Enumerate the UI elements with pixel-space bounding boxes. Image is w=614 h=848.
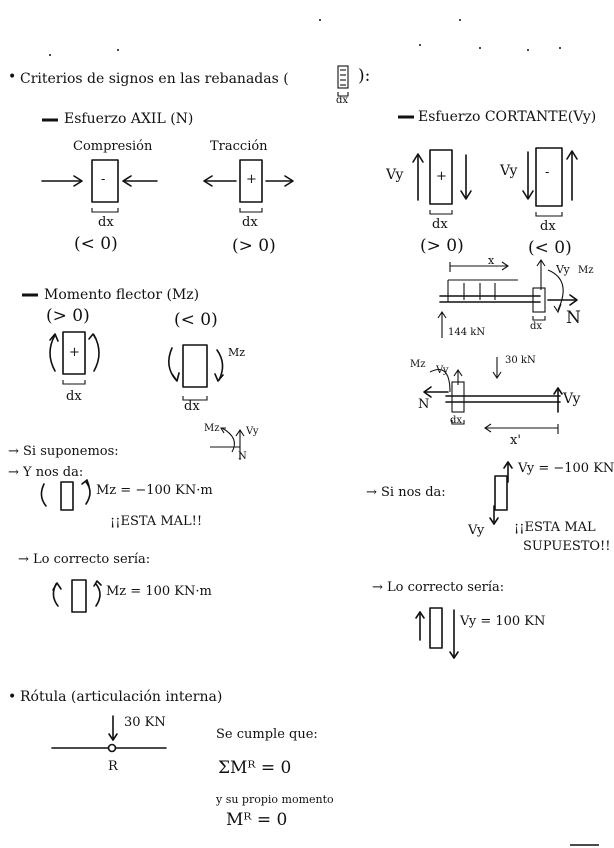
propio-momento: y su propio momento <box>216 793 334 806</box>
beam2-xprime-label: x' <box>510 433 521 448</box>
beam2-mz-label: Mz <box>410 359 426 370</box>
legend-mz: Mz <box>204 423 220 434</box>
moment-heading: Momento flector (Mz) <box>44 287 200 303</box>
mz-correct-value: Mz = 100 KN·m <box>106 584 212 599</box>
beam-section-top <box>437 259 578 338</box>
beam2-vy2-label: Vy <box>563 391 581 407</box>
sketch-layer <box>22 19 599 846</box>
shear-positive-diagram <box>412 149 472 215</box>
moment-negative-diagram <box>168 344 224 401</box>
shear-neg-sign: - <box>545 165 550 180</box>
beam2-vy-label: Vy <box>436 365 449 376</box>
tension-sign-label: (> 0) <box>232 236 276 256</box>
si-suponemos: → Si suponemos: <box>8 444 119 459</box>
supuesto-right: SUPUESTO!! <box>523 539 611 554</box>
axil-heading: Esfuerzo AXIL (N) <box>64 111 194 127</box>
beam-load-label: 144 kN <box>448 327 486 338</box>
scan-specks <box>49 19 599 846</box>
rotula-r: R <box>108 759 118 774</box>
lo-correcto-right: → Lo correcto sería: <box>372 580 505 595</box>
se-cumple: Se cumple que: <box>216 727 318 742</box>
shear-pos-label: (> 0) <box>420 236 464 256</box>
shear-correct-diagram <box>415 607 459 659</box>
moment-neg-label: (< 0) <box>174 310 218 330</box>
moment-neg-dx: dx <box>184 399 200 414</box>
compression-sign: - <box>101 172 106 187</box>
shear-neg-label: (< 0) <box>528 238 572 258</box>
shear-pos-vy: Vy <box>386 167 404 183</box>
moment-neg-mz: Mz <box>228 346 246 359</box>
rotula-load: 30 KN <box>124 715 166 730</box>
shear-heading: Esfuerzo CORTANTE(Vy) <box>418 109 597 125</box>
sign-legend-axes <box>210 427 245 460</box>
si-nos-da: → Si nos da: <box>366 485 446 500</box>
shear-pos-dx: dx <box>432 217 448 232</box>
shear-neg-vy: Vy <box>500 163 518 179</box>
y-nos-da: → Y nos da: <box>8 465 84 480</box>
header-title-end: ): <box>358 66 371 86</box>
bullet: • <box>8 69 17 85</box>
moment-pos-sign: + <box>69 345 80 360</box>
bullet: • <box>8 689 17 705</box>
shear-pos-sign: + <box>436 169 447 184</box>
moment-correct-diagram <box>52 579 102 613</box>
tension-sign: + <box>246 172 257 187</box>
tension-label: Tracción <box>210 139 268 154</box>
hinge-diagram <box>51 715 167 753</box>
vy-wrong-value: Vy = −100 KN <box>518 461 614 476</box>
moment-wrong-diagram <box>40 479 91 511</box>
legend-vy: Vy <box>246 426 259 437</box>
rotula-heading: Rótula (articulación interna) <box>20 689 223 705</box>
beam-dx-label: dx <box>530 321 543 332</box>
lo-correcto-left: → Lo correcto sería: <box>18 552 151 567</box>
mz-wrong-value: Mz = −100 KN·m <box>96 483 213 498</box>
shear-wrong-diagram <box>489 461 513 525</box>
mr-eq: Mᴿ = 0 <box>226 810 288 830</box>
moment-pos-label: (> 0) <box>46 306 90 326</box>
header-title: Criterios de signos en las rebanadas ( <box>20 71 289 87</box>
beam-section-bottom <box>423 357 563 434</box>
beam-mz-label: Mz <box>578 265 594 276</box>
moment-positive-diagram <box>49 331 100 385</box>
beam-x-label: x <box>488 254 495 267</box>
compression-diagram <box>41 159 158 213</box>
beam-n-label: N <box>566 308 581 328</box>
esta-mal-left: ¡¡ESTA MAL!! <box>110 514 203 529</box>
beam2-dx-label: dx <box>450 415 463 426</box>
beam-vy-label: Vy <box>556 263 570 276</box>
beam2-load-label: 30 kN <box>505 355 536 366</box>
sum-moments-eq: ΣMᴿ = 0 <box>218 758 292 778</box>
tension-dx: dx <box>242 215 258 230</box>
beam2-n-label: N <box>418 397 430 412</box>
compression-dx: dx <box>98 215 114 230</box>
vy-correct-value: Vy = 100 KN <box>460 614 546 629</box>
compression-label: Compresión <box>73 139 153 154</box>
moment-pos-dx: dx <box>66 389 82 404</box>
header-dx: dx <box>336 95 349 106</box>
compression-sign-label: (< 0) <box>74 234 118 254</box>
legend-n: N <box>238 451 247 462</box>
shear-neg-dx: dx <box>540 219 556 234</box>
vy-wrong-label: Vy <box>468 523 485 538</box>
slice-icon <box>337 65 349 97</box>
tension-diagram <box>203 159 294 213</box>
esta-mal-right: ¡¡ESTA MAL <box>514 520 596 535</box>
shear-negative-diagram <box>522 147 578 217</box>
